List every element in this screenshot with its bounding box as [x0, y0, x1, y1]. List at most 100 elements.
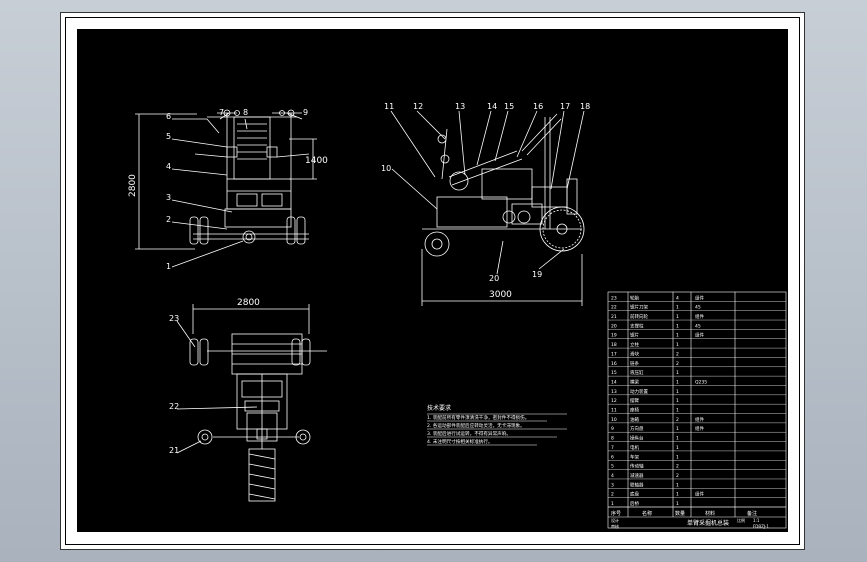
- bom-cell-no: 9: [611, 426, 614, 432]
- bom-cell-qty: 2: [676, 361, 679, 367]
- bom-cell-name: 锯片刀架: [630, 304, 648, 311]
- bom-cell-name: 滑块: [630, 350, 639, 357]
- bom-cell-no: 21: [611, 314, 617, 320]
- bom-cell-name: 摆臂: [630, 397, 639, 404]
- callout-18: 18: [580, 102, 590, 111]
- dim-height-2800: 2800: [128, 174, 138, 197]
- bom-cell-no: 14: [611, 379, 617, 385]
- bom-cell-qty: 4: [676, 295, 679, 301]
- bom-cell-qty: 1: [676, 408, 679, 414]
- callout-1: 1: [166, 262, 171, 271]
- callout-11: 11: [384, 102, 394, 111]
- callout-21: 21: [169, 446, 179, 455]
- title-block-checker: 审核: [611, 523, 619, 529]
- bom-cell-no: 22: [611, 305, 617, 311]
- bom-cell-name: 联轴器: [630, 481, 644, 488]
- title-block-scale: 1:1: [753, 518, 760, 523]
- callout-7: 7: [219, 108, 224, 117]
- bom-cell-name: 轮胎: [630, 294, 639, 301]
- title-block-title: 单臂采掘机总装: [687, 519, 729, 527]
- bom-cell-name: 方向盘: [630, 425, 644, 432]
- notes-line-4: 4. 未注明尺寸按相关标准执行。: [427, 438, 493, 445]
- callout-12: 12: [413, 102, 423, 111]
- bom-cell-mat: 组件: [695, 313, 704, 320]
- bom-cell-no: 10: [611, 417, 617, 423]
- bom-cell-no: 6: [611, 454, 614, 460]
- bom-cell-no: 11: [611, 408, 617, 414]
- drawing-canvas: 6 5 4 3 2 1 7 8 9 1400 2800 11 12 13 14 …: [77, 29, 788, 532]
- bom-cell-name: 油箱: [630, 416, 639, 423]
- drawing-sheet: 6 5 4 3 2 1 7 8 9 1400 2800 11 12 13 14 …: [60, 12, 805, 550]
- title-block-scale-label: 比例: [737, 517, 745, 523]
- bom-cell-no: 3: [611, 482, 614, 488]
- bom-cell-name: 传动轴: [630, 463, 644, 470]
- bom-cell-qty: 1: [676, 482, 679, 488]
- dim-width-2800: 2800: [237, 298, 260, 308]
- bom-cell-qty: 1: [676, 492, 679, 498]
- title-block-designer: 设计: [611, 517, 619, 523]
- bom-cell-no: 2: [611, 492, 614, 498]
- bom-cell-no: 19: [611, 333, 617, 339]
- bom-cell-mat: 组件: [695, 294, 704, 301]
- front-view-cab: [233, 116, 271, 180]
- bom-cell-qty: 1: [676, 454, 679, 460]
- bom-cell-name: 前转向轮: [630, 313, 648, 320]
- cad-drawing: 6 5 4 3 2 1 7 8 9 1400 2800 11 12 13 14 …: [128, 102, 787, 529]
- bom-cell-qty: 1: [676, 323, 679, 329]
- bom-cell-name: 底盘: [630, 491, 639, 498]
- bom-cell-no: 15: [611, 370, 617, 376]
- callout-13: 13: [455, 102, 465, 111]
- bom-cell-no: 23: [611, 295, 617, 301]
- callout-2: 2: [166, 215, 171, 224]
- callout-19: 19: [532, 270, 542, 279]
- bom-cell-mat: 45: [695, 323, 701, 329]
- bom-cell-no: 13: [611, 389, 617, 395]
- bom-header-note: 备注: [747, 510, 757, 517]
- bom-cell-name: 链条: [630, 360, 639, 367]
- bom-cell-name: 动力装置: [630, 388, 648, 395]
- bom-cell-qty: 2: [676, 351, 679, 357]
- callout-9: 9: [303, 108, 308, 117]
- bom-cell-qty: 1: [676, 314, 679, 320]
- top-view: [176, 304, 327, 502]
- bom-cell-qty: 1: [676, 333, 679, 339]
- callout-20: 20: [489, 274, 499, 283]
- bom-cell-no: 20: [611, 323, 617, 329]
- bom-cell-name: 横梁: [630, 378, 639, 385]
- bom-cell-qty: 1: [676, 501, 679, 507]
- bom-cell-qty: 1: [676, 389, 679, 395]
- bom-cell-name: 后桥: [630, 500, 639, 507]
- side-view: [390, 110, 585, 306]
- callout-10: 10: [381, 164, 391, 173]
- bom-cell-no: 12: [611, 398, 617, 404]
- callout-23: 23: [169, 314, 179, 323]
- bom-cell-no: 16: [611, 361, 617, 367]
- bom-header-mat: 材料: [705, 510, 715, 517]
- notes-title: 技术要求: [427, 404, 451, 412]
- bom-cell-mat: Q235: [695, 379, 707, 385]
- bom-cell-qty: 2: [676, 464, 679, 470]
- bom-cell-qty: 1: [676, 342, 679, 348]
- bom-header-qty: 数量: [675, 510, 685, 517]
- bom-cell-name: 电机: [630, 444, 639, 451]
- bom-cell-no: 4: [611, 473, 614, 479]
- notes-line-1: 1. 装配前所有零件须清洗干净，密封件不得损伤。: [427, 414, 529, 421]
- top-view-saw-track: [248, 448, 276, 502]
- bom-cell-mat: 组件: [695, 332, 704, 339]
- bom-cell-no: 1: [611, 501, 614, 507]
- notes-line-2: 2. 各运动部件装配后应转动灵活，无卡滞现象。: [427, 422, 525, 429]
- bom-cell-mat: 组件: [695, 425, 704, 432]
- bom-cell-qty: 1: [676, 426, 679, 432]
- bom-cell-qty: 1: [676, 436, 679, 442]
- bom-cell-name: 减速器: [630, 472, 644, 479]
- bom-cell-name: 支撑柱: [630, 322, 644, 329]
- notes-area: [427, 413, 567, 446]
- callout-17: 17: [560, 102, 570, 111]
- bom-cell-no: 5: [611, 464, 614, 470]
- bom-cell-qty: 1: [676, 379, 679, 385]
- dim-length-3000: 3000: [489, 290, 512, 300]
- bom-cell-name: 座椅: [630, 407, 639, 414]
- bom-cell-no: 7: [611, 445, 614, 451]
- bom-cell-qty: 1: [676, 370, 679, 376]
- callout-16: 16: [533, 102, 543, 111]
